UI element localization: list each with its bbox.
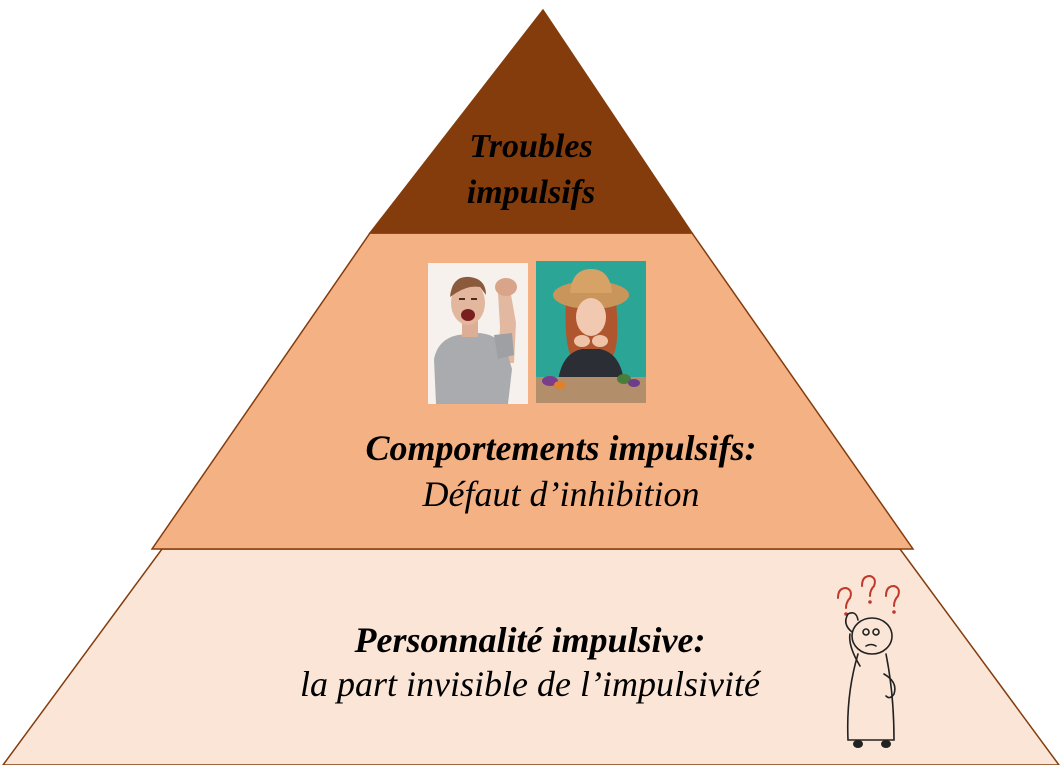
angry-woman-photo xyxy=(428,263,528,404)
confused-person-doodle xyxy=(837,574,900,748)
bottom-level-title: Personnalité impulsive: xyxy=(354,620,706,660)
bored-woman-photo xyxy=(536,261,646,403)
top-level-label: Troubles impulsifs xyxy=(431,124,631,216)
pyramid-level-top xyxy=(368,8,694,234)
middle-level-title: Comportements impulsifs: xyxy=(365,428,757,468)
middle-level-subtitle: Défaut d’inhibition xyxy=(422,474,700,514)
top-level-line1: Troubles xyxy=(469,128,593,165)
bottom-level-subtitle: la part invisible de l’impulsivité xyxy=(300,664,760,704)
top-level-line2: impulsifs xyxy=(466,174,596,211)
